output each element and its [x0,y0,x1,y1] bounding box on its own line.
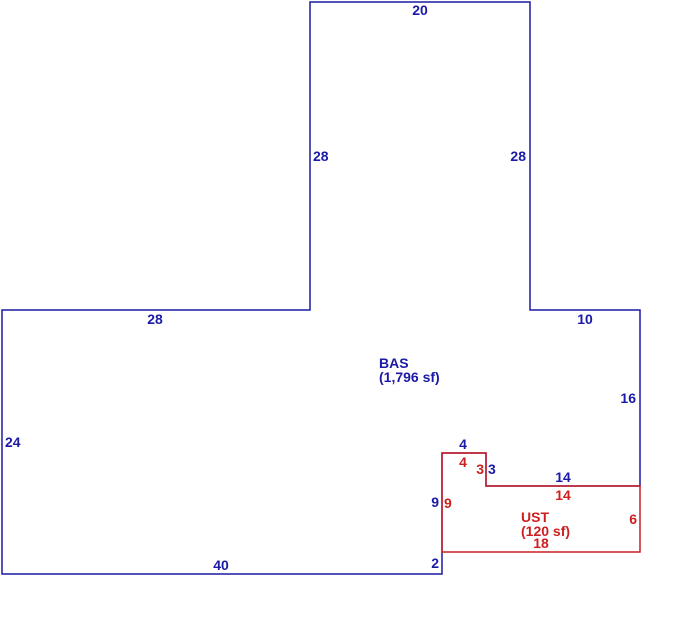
bas-dim-bottom-jog: 2 [431,555,439,571]
ust-area-code: UST [521,509,549,525]
ust-area-size: (120 sf) [521,523,570,539]
ust-dim-left: 9 [444,495,452,511]
bas-outline [1,1,641,575]
bas-dim-top: 20 [412,2,428,18]
bas-dim-left-upper: 28 [147,311,163,327]
bas-dim-notch-left: 9 [431,494,439,510]
ust-dim-run: 14 [555,487,571,503]
ust-outline [441,452,641,553]
bas-dim-right-side: 16 [620,390,636,406]
bas-dim-bottom: 40 [213,557,229,573]
ust-dim-step: 3 [476,461,484,477]
ust-dim-top: 4 [459,454,467,470]
bas-dim-notch-run: 14 [555,469,571,485]
bas-dim-tower-right: 28 [510,148,526,164]
bas-area-size: (1,796 sf) [379,369,440,385]
ust-dim-right: 6 [629,511,637,527]
bas-dim-notch-step: 3 [488,461,496,477]
bas-area-code: BAS [379,355,409,371]
bas-dim-left-side: 24 [5,434,21,450]
bas-dim-right-upper: 10 [577,311,593,327]
ust-dim-bottom: 18 [533,535,549,551]
bas-dim-notch-top: 4 [459,436,467,452]
bas-dim-tower-left: 28 [313,148,329,164]
